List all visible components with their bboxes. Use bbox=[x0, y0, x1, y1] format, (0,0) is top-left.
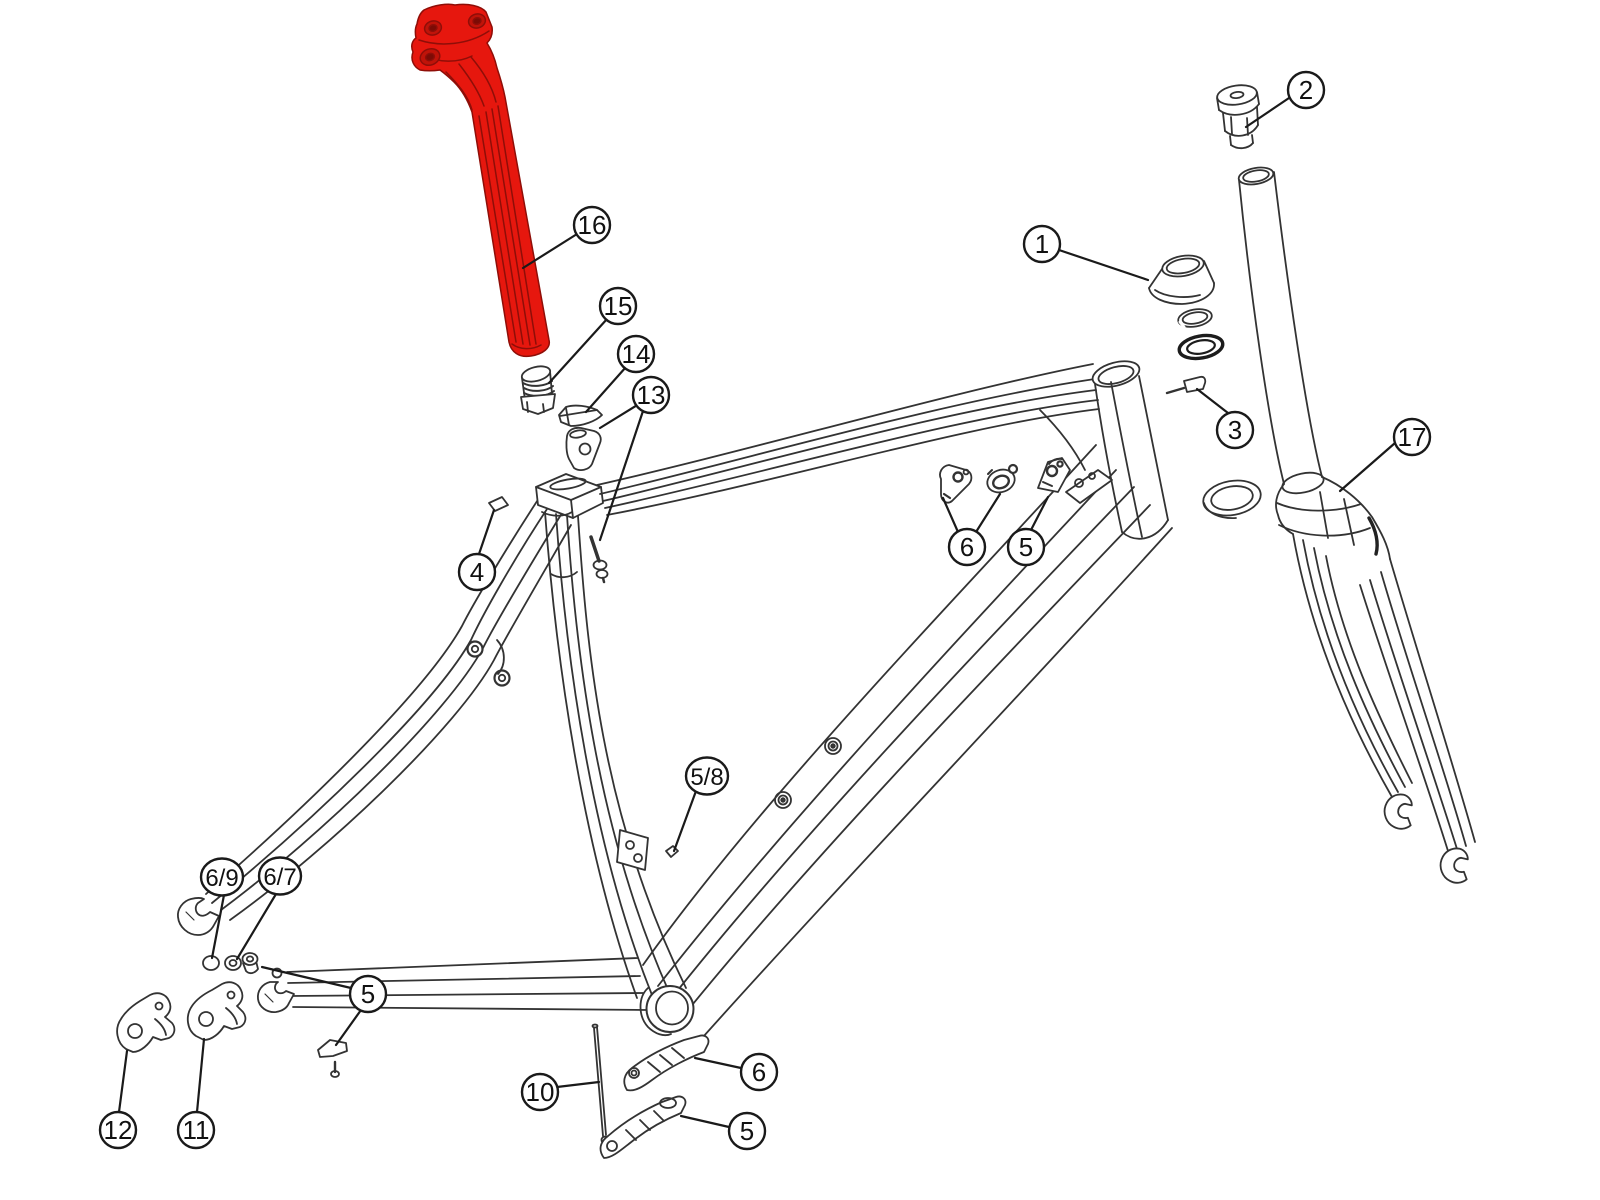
svg-text:4: 4 bbox=[470, 557, 484, 587]
svg-text:12: 12 bbox=[104, 1115, 133, 1145]
svg-text:2: 2 bbox=[1299, 75, 1313, 105]
svg-text:5: 5 bbox=[361, 979, 375, 1009]
svg-text:14: 14 bbox=[622, 339, 651, 369]
svg-text:17: 17 bbox=[1398, 422, 1427, 452]
svg-text:6: 6 bbox=[752, 1057, 766, 1087]
svg-text:15: 15 bbox=[604, 291, 633, 321]
svg-text:5/8: 5/8 bbox=[690, 764, 723, 791]
svg-text:6/7: 6/7 bbox=[263, 864, 296, 891]
svg-text:5: 5 bbox=[740, 1116, 754, 1146]
svg-text:6: 6 bbox=[960, 532, 974, 562]
svg-text:6/9: 6/9 bbox=[205, 865, 238, 892]
svg-text:1: 1 bbox=[1035, 229, 1049, 259]
svg-text:11: 11 bbox=[183, 1115, 210, 1145]
svg-text:3: 3 bbox=[1228, 415, 1242, 445]
svg-text:5: 5 bbox=[1019, 532, 1033, 562]
svg-text:16: 16 bbox=[578, 210, 607, 240]
svg-text:10: 10 bbox=[526, 1077, 555, 1107]
svg-text:13: 13 bbox=[637, 380, 666, 410]
